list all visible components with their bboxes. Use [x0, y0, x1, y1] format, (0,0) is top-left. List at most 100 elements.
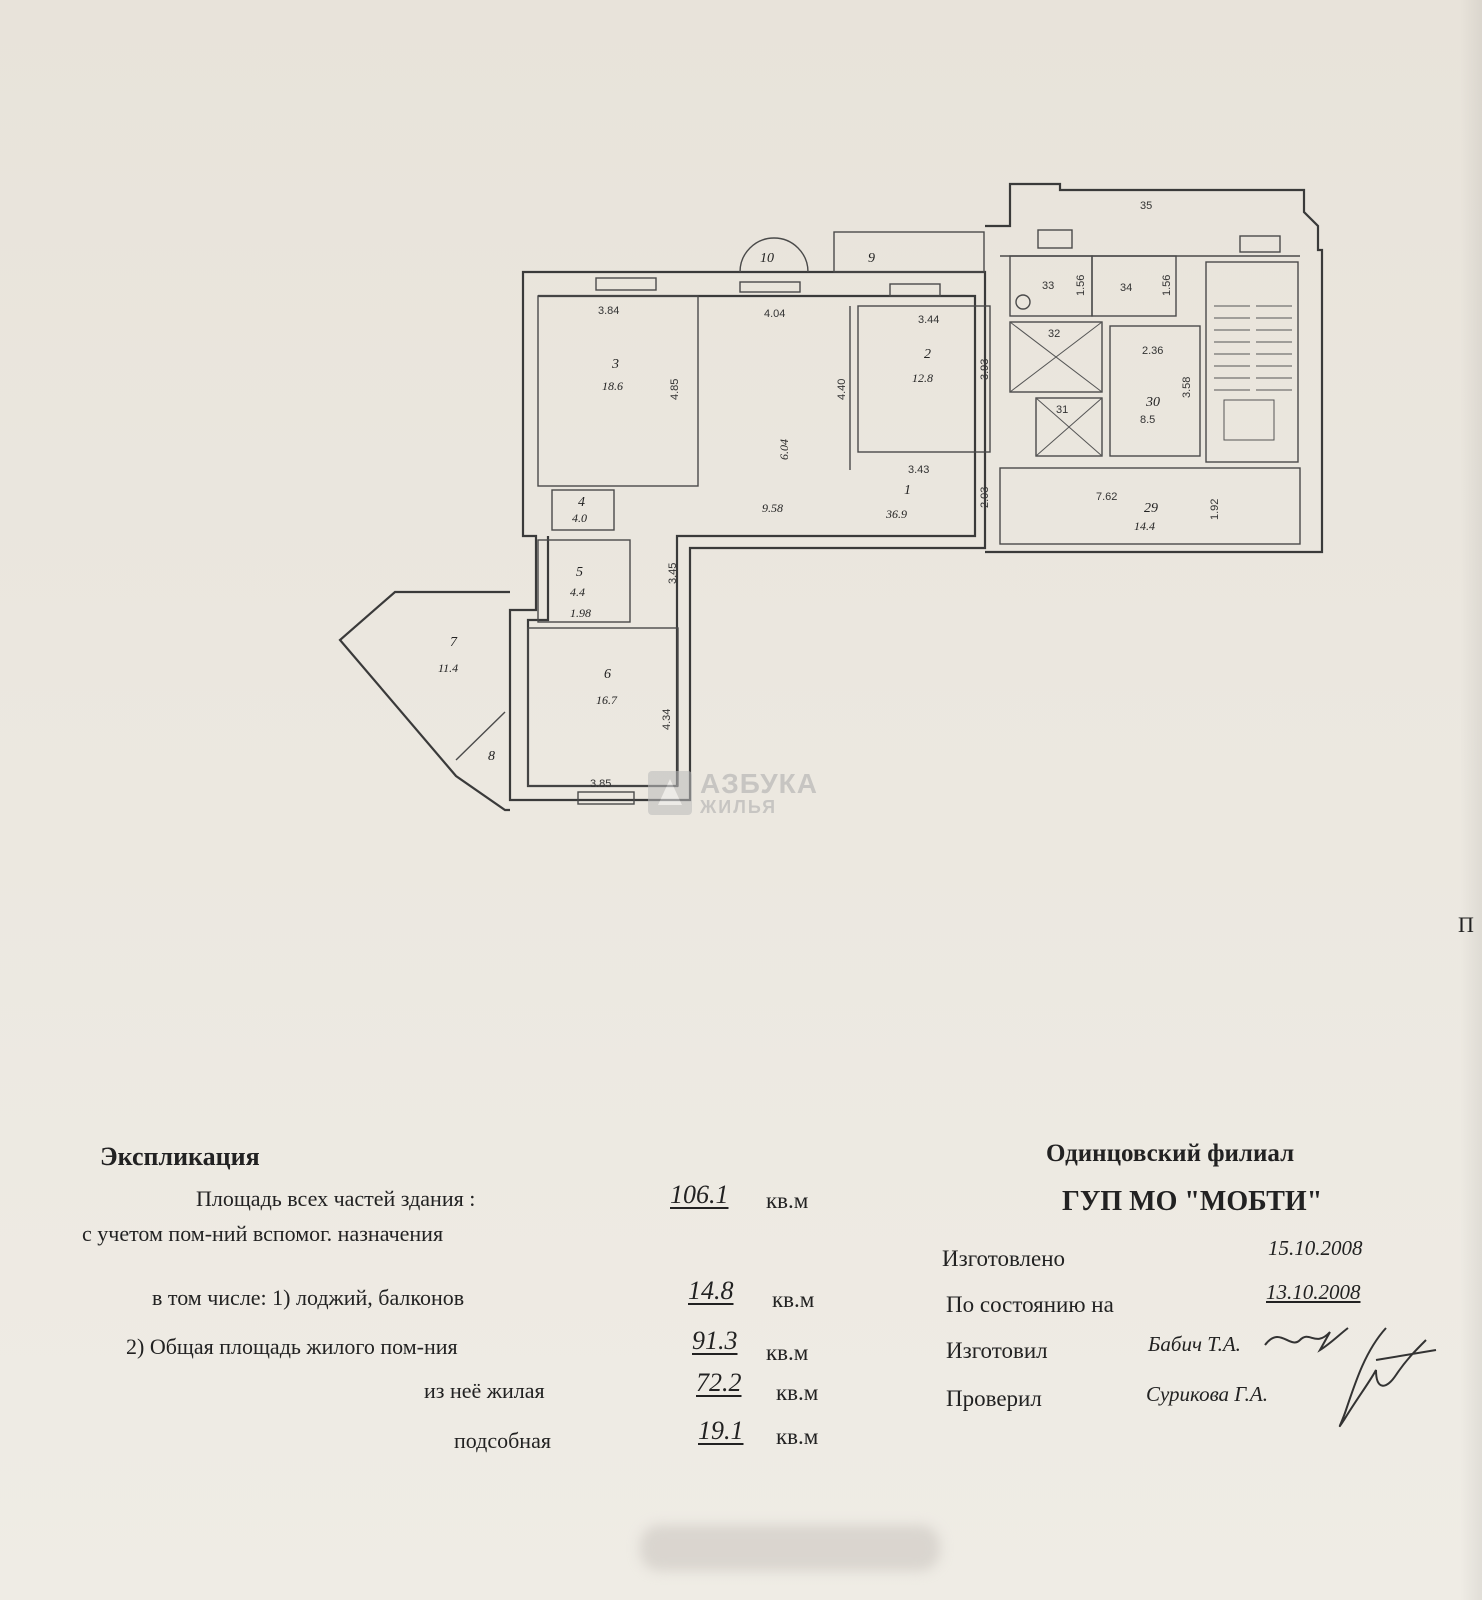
- loggia-7-outline: [338, 590, 510, 812]
- stair-steps: [1214, 305, 1292, 441]
- svg-text:3.45: 3.45: [667, 563, 679, 584]
- windows: [577, 229, 1281, 805]
- bay-10-outline: [739, 237, 809, 273]
- explication-title: Экспликация: [100, 1142, 260, 1171]
- svg-text:4.4: 4.4: [570, 585, 585, 599]
- svg-text:8.5: 8.5: [1140, 414, 1155, 426]
- watermark-logo-icon: [648, 771, 692, 815]
- checker-signature-icon: [1338, 1327, 1437, 1428]
- svg-text:12.8: 12.8: [912, 371, 933, 385]
- staircase-outline: [1205, 261, 1299, 463]
- svg-text:29: 29: [1144, 501, 1158, 516]
- room-34-outline: [1091, 255, 1177, 317]
- svg-text:3.58: 3.58: [1181, 377, 1193, 398]
- room-31-outline: [1035, 397, 1103, 457]
- svg-text:2: 2: [924, 347, 931, 362]
- svg-text:34: 34: [1120, 282, 1132, 294]
- aux-label: подсобная: [454, 1428, 551, 1453]
- living-unit: кв.м: [776, 1380, 819, 1405]
- maker-signature-icon: [1264, 1327, 1349, 1353]
- svg-text:7: 7: [450, 635, 458, 650]
- svg-text:2.36: 2.36: [1142, 345, 1163, 357]
- svg-text:7.62: 7.62: [1096, 491, 1117, 503]
- aux-value: 19.1: [698, 1416, 744, 1445]
- common-value: 91.3: [692, 1326, 738, 1355]
- common-unit: кв.м: [766, 1340, 809, 1365]
- svg-text:4.0: 4.0: [572, 511, 587, 525]
- common-label: 2) Общая площадь жилого пом-ния: [126, 1334, 458, 1359]
- state-label: По состоянию на: [946, 1292, 1114, 1317]
- room-30-outline: [1109, 325, 1201, 457]
- room-5-outline: [537, 539, 631, 623]
- svg-text:3.43: 3.43: [908, 464, 929, 476]
- svg-text:4.34: 4.34: [661, 709, 673, 730]
- svg-text:33: 33: [1042, 280, 1054, 292]
- watermark-line-2: ЖИЛЬЯ: [700, 797, 778, 817]
- org-name: ГУП МО "МОБТИ": [1062, 1186, 1323, 1217]
- page-edge-shadow: [1460, 0, 1482, 1600]
- total-unit: кв.м: [766, 1188, 809, 1213]
- living-label: из неё жилая: [424, 1378, 545, 1403]
- checker-name: Сурикова Г.А.: [1146, 1382, 1268, 1406]
- svg-text:3.44: 3.44: [918, 314, 939, 326]
- svg-text:4.85: 4.85: [669, 379, 681, 400]
- state-date: 13.10.2008: [1266, 1280, 1361, 1304]
- loggia-unit: кв.м: [772, 1287, 815, 1312]
- svg-text:3.93: 3.93: [979, 359, 991, 380]
- svg-text:1.98: 1.98: [570, 606, 591, 620]
- living-value: 72.2: [696, 1368, 742, 1397]
- svg-text:2.03: 2.03: [979, 487, 991, 508]
- svg-text:31: 31: [1056, 404, 1068, 416]
- svg-text:16.7: 16.7: [596, 693, 618, 707]
- total-label-2: с учетом пом-ний вспомог. назначения: [82, 1221, 444, 1246]
- svg-text:5: 5: [576, 565, 583, 580]
- svg-text:4.04: 4.04: [764, 308, 785, 320]
- loggia-label: в том числе: 1) лоджий, балконов: [152, 1285, 465, 1310]
- room-6-outline: [527, 627, 679, 787]
- smudge: [640, 1525, 940, 1571]
- svg-text:14.4: 14.4: [1134, 519, 1155, 533]
- room-3-outline: [537, 295, 699, 487]
- inner-outline: [526, 294, 977, 788]
- loggia-value: 14.8: [688, 1276, 734, 1305]
- checker-label: Проверил: [946, 1386, 1042, 1411]
- svg-text:3: 3: [611, 357, 619, 372]
- maker-label: Изготовил: [946, 1338, 1048, 1363]
- svg-text:35: 35: [1140, 200, 1152, 212]
- svg-text:9: 9: [868, 251, 875, 266]
- svg-text:4: 4: [578, 495, 585, 510]
- svg-text:32: 32: [1048, 328, 1060, 340]
- floor-plan: 1 36.9 2 12.8 3 18.6 4 4.0 5 4.4 6 16.7 …: [338, 182, 1324, 812]
- svg-text:1.56: 1.56: [1161, 275, 1173, 296]
- total-value: 106.1: [670, 1180, 729, 1209]
- balcony-9-outline: [833, 231, 985, 273]
- svg-text:6: 6: [604, 667, 611, 682]
- room-32-outline: [1009, 321, 1103, 393]
- maker-name: Бабич Т.А.: [1148, 1332, 1241, 1356]
- total-label-1: Площадь всех частей здания :: [196, 1186, 476, 1211]
- room-2-outline: [857, 305, 991, 453]
- svg-text:8: 8: [488, 749, 495, 764]
- svg-text:18.6: 18.6: [602, 379, 623, 393]
- stair-block-outline: [985, 182, 1324, 554]
- svg-text:9.58: 9.58: [762, 501, 783, 515]
- svg-text:4.40: 4.40: [836, 379, 848, 400]
- svg-text:1.92: 1.92: [1209, 499, 1221, 520]
- svg-text:30: 30: [1145, 395, 1160, 410]
- edge-mark: П: [1458, 912, 1474, 937]
- outer-wall: [508, 270, 987, 802]
- room-29-outline: [999, 467, 1301, 545]
- svg-text:1.56: 1.56: [1075, 275, 1087, 296]
- watermark: АЗБУКА ЖИЛЬЯ: [648, 770, 818, 816]
- watermark-line-1: АЗБУКА: [700, 768, 818, 799]
- svg-text:6.04: 6.04: [777, 439, 791, 460]
- aux-unit: кв.м: [776, 1424, 819, 1449]
- svg-text:1: 1: [904, 483, 911, 498]
- svg-text:3.85: 3.85: [590, 778, 611, 790]
- svg-text:10: 10: [760, 251, 774, 266]
- room-labels: 1 36.9 2 12.8 3 18.6 4 4.0 5 4.4 6 16.7 …: [438, 200, 1160, 764]
- made-date: 15.10.2008: [1268, 1236, 1363, 1260]
- made-label: Изготовлено: [942, 1246, 1066, 1271]
- branch-name: Одинцовский филиал: [1046, 1140, 1295, 1167]
- dimension-labels: 3.84 4.04 3.44 4.85 4.40 3.93 6.04 3.43 …: [570, 275, 1221, 790]
